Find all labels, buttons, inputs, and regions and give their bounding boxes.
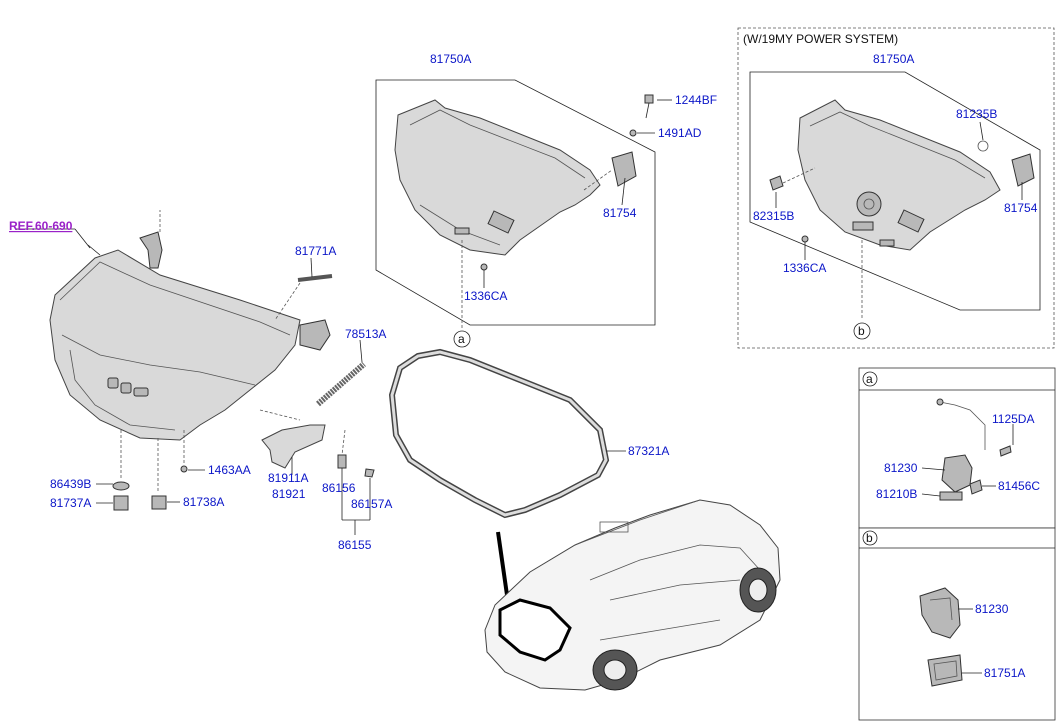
part-1336ca-power-label[interactable]: 1336CA — [783, 261, 826, 275]
latch-assembly-a — [921, 398, 1014, 501]
part-78513a-label[interactable]: 78513A — [345, 327, 386, 341]
part-87321a-label[interactable]: 87321A — [628, 444, 669, 458]
part-86157a-label[interactable]: 86157A — [351, 497, 392, 511]
callout-a: a — [458, 332, 465, 346]
part-1491ad-label[interactable]: 1491AD — [658, 126, 702, 140]
part-81230-b-label[interactable]: 81230 — [975, 602, 1009, 616]
part-81751a-label[interactable]: 81751A — [984, 666, 1025, 680]
detail-a-tag: a — [866, 372, 873, 386]
part-82315b-label[interactable]: 82315B — [753, 209, 794, 223]
part-81210b-label[interactable]: 81210B — [876, 487, 917, 501]
part-81750a-power-label[interactable]: 81750A — [873, 52, 914, 66]
callout-a-circle — [453, 330, 471, 348]
part-86155-label[interactable]: 86155 — [338, 538, 372, 552]
weatherstrip — [388, 348, 626, 596]
ref-60-690-link[interactable]: REF.60-690 — [9, 219, 73, 233]
part-81911a-label[interactable]: 81911A — [268, 471, 308, 485]
power-trim-panel — [749, 71, 1041, 320]
trunk-lid — [15, 210, 375, 535]
trim-panel-box — [375, 79, 672, 330]
detail-box-a — [858, 367, 1056, 529]
part-81456c-label[interactable]: 81456C — [998, 479, 1040, 493]
detail-b-tag: b — [866, 531, 873, 545]
power-system-label: (W/19MY POWER SYSTEM) — [743, 32, 898, 46]
callout-b-circle — [853, 322, 871, 340]
part-86439b-label[interactable]: 86439B — [50, 477, 91, 491]
part-81230-a-label[interactable]: 81230 — [884, 461, 918, 475]
power-system-box — [737, 27, 1055, 349]
part-1244bf-label[interactable]: 1244BF — [675, 93, 717, 107]
part-1336ca-label[interactable]: 1336CA — [464, 289, 507, 303]
part-81235b-label[interactable]: 81235B — [956, 107, 997, 121]
part-81750a-label[interactable]: 81750A — [430, 52, 471, 66]
callout-b: b — [858, 324, 865, 338]
part-81737a-label[interactable]: 81737A — [50, 496, 91, 510]
part-86156-label[interactable]: 86156 — [322, 481, 356, 495]
part-1463aa-label[interactable]: 1463AA — [208, 463, 251, 477]
car-illustration — [484, 499, 781, 691]
part-81754-label[interactable]: 81754 — [603, 206, 637, 220]
latch-assembly-b — [919, 587, 982, 687]
part-81754-power-label[interactable]: 81754 — [1004, 201, 1038, 215]
part-81738a-label[interactable]: 81738A — [183, 495, 224, 509]
part-81771a-label[interactable]: 81771A — [295, 244, 336, 258]
part-81921-label[interactable]: 81921 — [272, 487, 306, 501]
part-1125da-label[interactable]: 1125DA — [992, 412, 1034, 426]
